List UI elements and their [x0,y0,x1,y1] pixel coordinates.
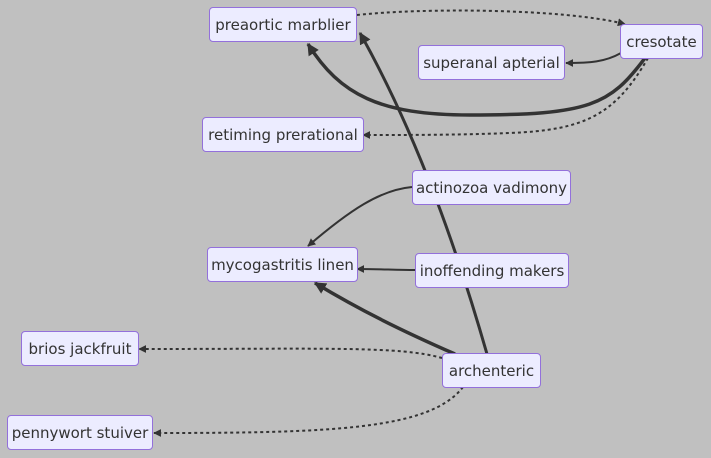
node-actinozoa-vadimony[interactable]: actinozoa vadimony [412,170,571,205]
node-archenteric[interactable]: archenteric [442,353,541,388]
edge-archenteric-to-mycogastritis-linen [313,281,456,356]
node-retiming-prerational[interactable]: retiming prerational [202,117,364,152]
node-cresotate[interactable]: cresotate [620,24,703,59]
edge-preaortic-marblier-to-cresotate [356,9,626,27]
node-brios-jackfruit[interactable]: brios jackfruit [21,331,139,366]
node-pennywort-stuiver[interactable]: pennywort stuiver [7,415,153,450]
edge-archenteric-to-pennywort-stuiver [153,386,464,437]
edge-actinozoa-vadimony-to-mycogastritis-linen [307,186,413,247]
edge-inoffending-makers-to-mycogastritis-linen [356,265,416,274]
edge-archenteric-to-brios-jackfruit [138,344,443,359]
edge-cresotate-to-superanal-apterial [565,52,622,67]
node-superanal-apterial[interactable]: superanal apterial [418,45,565,80]
node-preaortic-marblier[interactable]: preaortic marblier [209,7,357,42]
node-inoffending-makers[interactable]: inoffending makers [415,253,569,288]
node-mycogastritis-linen[interactable]: mycogastritis linen [207,247,358,282]
edge-cresotate-to-retiming-prerational [362,57,649,139]
edge-cresotate-to-preaortic-marblier [306,42,647,117]
